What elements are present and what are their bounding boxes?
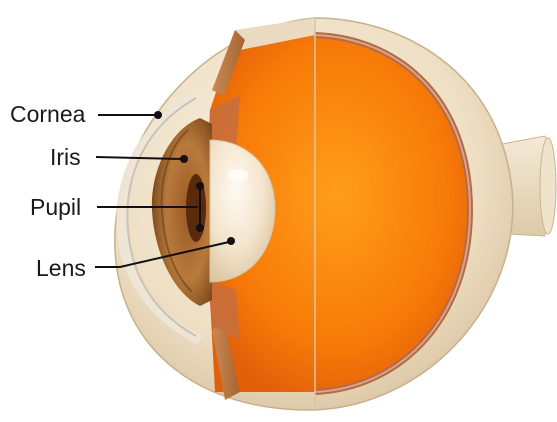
iris-pointer-dot <box>180 155 188 163</box>
pupil-bottom-pointer-dot <box>196 224 204 232</box>
pupil-label: Pupil <box>30 196 81 219</box>
cornea-pointer-dot <box>154 111 162 119</box>
cornea-label: Cornea <box>10 103 85 126</box>
lens-pointer-dot <box>227 237 235 245</box>
iris-label: Iris <box>50 146 81 169</box>
pupil-top-pointer-dot <box>196 182 204 190</box>
lens-label: Lens <box>36 257 86 280</box>
